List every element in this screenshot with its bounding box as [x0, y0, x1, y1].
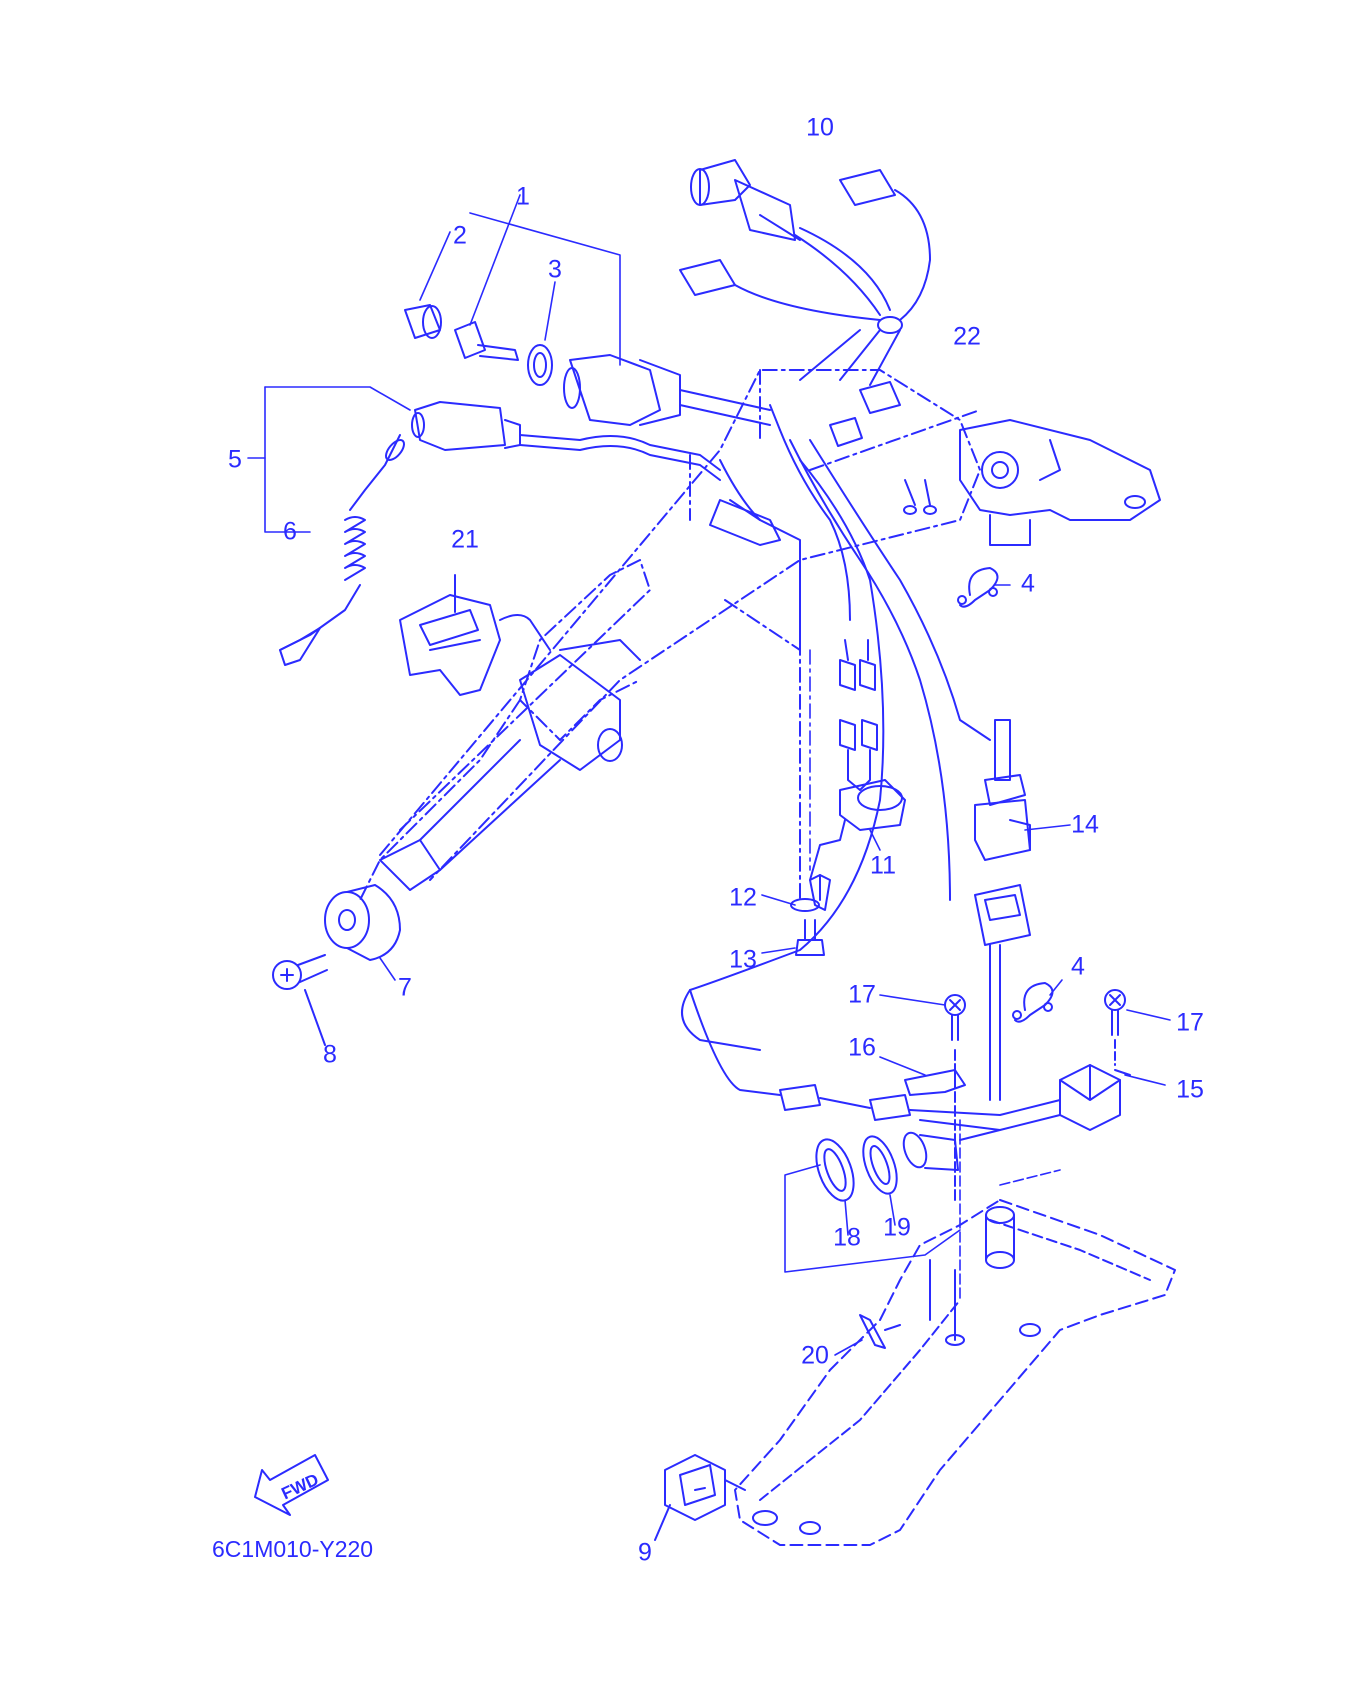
ground-bracket — [790, 874, 831, 912]
switch-panel — [399, 574, 551, 696]
callout-19: 19 — [883, 1213, 911, 1242]
tiller-arm-outline — [359, 369, 981, 901]
coupler-male — [974, 719, 1031, 861]
callout-bracket-left — [247, 386, 411, 533]
callout-13: 13 — [729, 945, 757, 974]
callout-9: 9 — [638, 1538, 652, 1567]
callout-6: 6 — [283, 517, 297, 546]
screw-right — [1104, 989, 1126, 1066]
ground-bolt — [795, 919, 825, 956]
callout-21: 21 — [451, 525, 479, 554]
callout-17b: 17 — [1176, 1008, 1204, 1037]
callout-bracket-bottom — [784, 1119, 1061, 1301]
callout-14: 14 — [1071, 810, 1099, 839]
fwd-label: FWD — [278, 1470, 321, 1504]
callout-15: 15 — [1176, 1075, 1204, 1104]
leader-20 — [834, 1339, 863, 1356]
callout-4a: 4 — [1021, 569, 1035, 598]
stop-switch — [411, 401, 721, 481]
leader-17b — [1126, 1009, 1171, 1021]
lower-harness — [689, 989, 1061, 1141]
callout-2: 2 — [453, 221, 467, 250]
callout-12: 12 — [729, 883, 757, 912]
coupler-female — [974, 884, 1031, 1101]
callout-20: 20 — [801, 1341, 829, 1370]
callout-3: 3 — [548, 255, 562, 284]
leader-16 — [879, 1056, 926, 1076]
callout-17a: 17 — [848, 980, 876, 1009]
leader-17a — [879, 994, 946, 1006]
leader-4b — [1049, 979, 1063, 996]
leader-11 — [869, 829, 881, 851]
diagram-code: 6C1M010-Y220 — [212, 1536, 374, 1562]
leader-15 — [1124, 1074, 1166, 1086]
bracket-casting — [959, 419, 1161, 546]
callout-18: 18 — [833, 1223, 861, 1252]
key — [454, 321, 519, 361]
callout-10: 10 — [806, 113, 834, 142]
lanyard-coil — [279, 434, 405, 666]
fwd-arrow-icon — [254, 1454, 329, 1516]
leader-14 — [1024, 824, 1071, 831]
harness-connector-small — [679, 169, 931, 321]
grommet-tube — [902, 1131, 959, 1171]
callout-bracket-top — [419, 194, 621, 366]
callout-4b: 4 — [1071, 952, 1085, 981]
wire-clip-lower — [1012, 982, 1054, 1023]
callout-leaders-mid — [761, 649, 811, 954]
grip-screw — [272, 954, 328, 1046]
wire-clamp — [799, 316, 903, 386]
grommet-large — [815, 1138, 855, 1202]
main-switch — [563, 354, 781, 431]
callout-5: 5 — [228, 445, 242, 474]
tiller-handle — [379, 639, 641, 891]
callout-22: 22 — [953, 322, 981, 351]
tiller-grip — [324, 884, 401, 961]
screw-left — [944, 994, 966, 1201]
wire-clip-upper — [957, 567, 999, 608]
gasket — [859, 1314, 901, 1349]
buzzer — [809, 639, 906, 881]
bottom-cowling — [734, 1199, 1176, 1546]
grommet-small — [862, 1135, 898, 1195]
bottom-coupler — [654, 1454, 746, 1541]
harness-connector-pair — [709, 381, 937, 546]
callout-7: 7 — [398, 973, 412, 1002]
callout-11: 11 — [870, 851, 896, 880]
callout-1: 1 — [516, 182, 530, 211]
switch-nut — [527, 344, 553, 386]
switch-cap — [404, 304, 442, 339]
callout-16: 16 — [848, 1033, 876, 1062]
callout-8: 8 — [323, 1040, 337, 1069]
wire-harness-connector — [690, 159, 891, 316]
coupler-waterproof — [1059, 1064, 1131, 1131]
leader-7 — [379, 957, 396, 981]
